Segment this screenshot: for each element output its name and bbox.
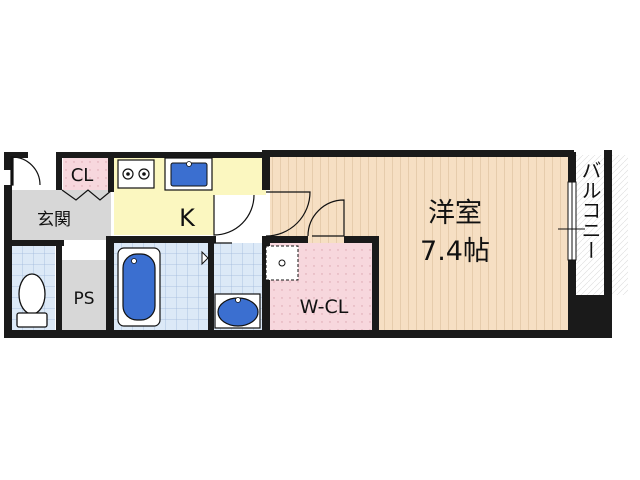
balcony-floor [576,155,628,295]
washing-machine-pan-icon [265,245,299,281]
walls [4,150,612,338]
pipe-space-floor [62,260,107,330]
bathtub-icon [117,247,161,327]
kitchen-label: K [179,204,196,232]
western-room-size: 7.4帖 [420,236,490,267]
window-icon [567,181,577,261]
stove-icon [117,159,155,189]
pipe-space-label: PS [73,289,94,309]
doors [10,156,345,244]
wash-basin-icon [214,293,261,329]
vanity-mark-icon [201,250,209,266]
sink-icon [164,157,213,191]
closet-label: CL [71,165,94,186]
walk-in-closet-label: W-CL [300,296,349,318]
western-room-label: 洋室 [428,198,482,229]
closet-floor [63,157,113,190]
entrance-label: 玄関 [37,210,71,230]
entrance-floor [12,190,111,240]
balcony-label: バルコニー [578,160,602,260]
toilet-icon [16,273,48,328]
hall-floor [214,195,266,243]
